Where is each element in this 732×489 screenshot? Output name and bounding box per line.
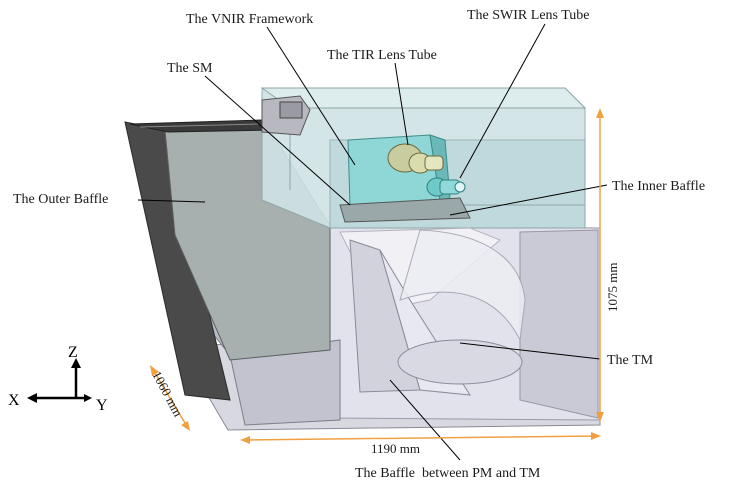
axis-z-label: Z xyxy=(68,344,78,361)
axis-triad: Z X Y xyxy=(8,344,108,414)
label-baffle-pm-tm: The Baffle between PM and TM xyxy=(355,466,541,481)
dimension-height: 1075 mm xyxy=(605,263,620,312)
label-outer-baffle: The Outer Baffle xyxy=(13,192,108,207)
tm-mirror-shape xyxy=(397,339,523,385)
inner-components xyxy=(339,227,526,396)
dimension-width: 1190 mm xyxy=(371,441,420,456)
label-tir-lens-tube: The TIR Lens Tube xyxy=(327,48,437,63)
axis-x-label: X xyxy=(8,392,20,409)
leader-lines xyxy=(137,23,608,461)
label-inner-baffle: The Inner Baffle xyxy=(612,179,705,194)
instrument-assembly xyxy=(261,95,471,223)
label-tm: The TM xyxy=(607,353,654,368)
label-vnir-framework: The VNIR Framework xyxy=(186,12,313,27)
label-sm: The SM xyxy=(167,61,213,76)
label-swir-lens-tube: The SWIR Lens Tube xyxy=(467,8,590,23)
axis-y-label: Y xyxy=(96,397,108,414)
dimension-arrows xyxy=(150,108,604,444)
